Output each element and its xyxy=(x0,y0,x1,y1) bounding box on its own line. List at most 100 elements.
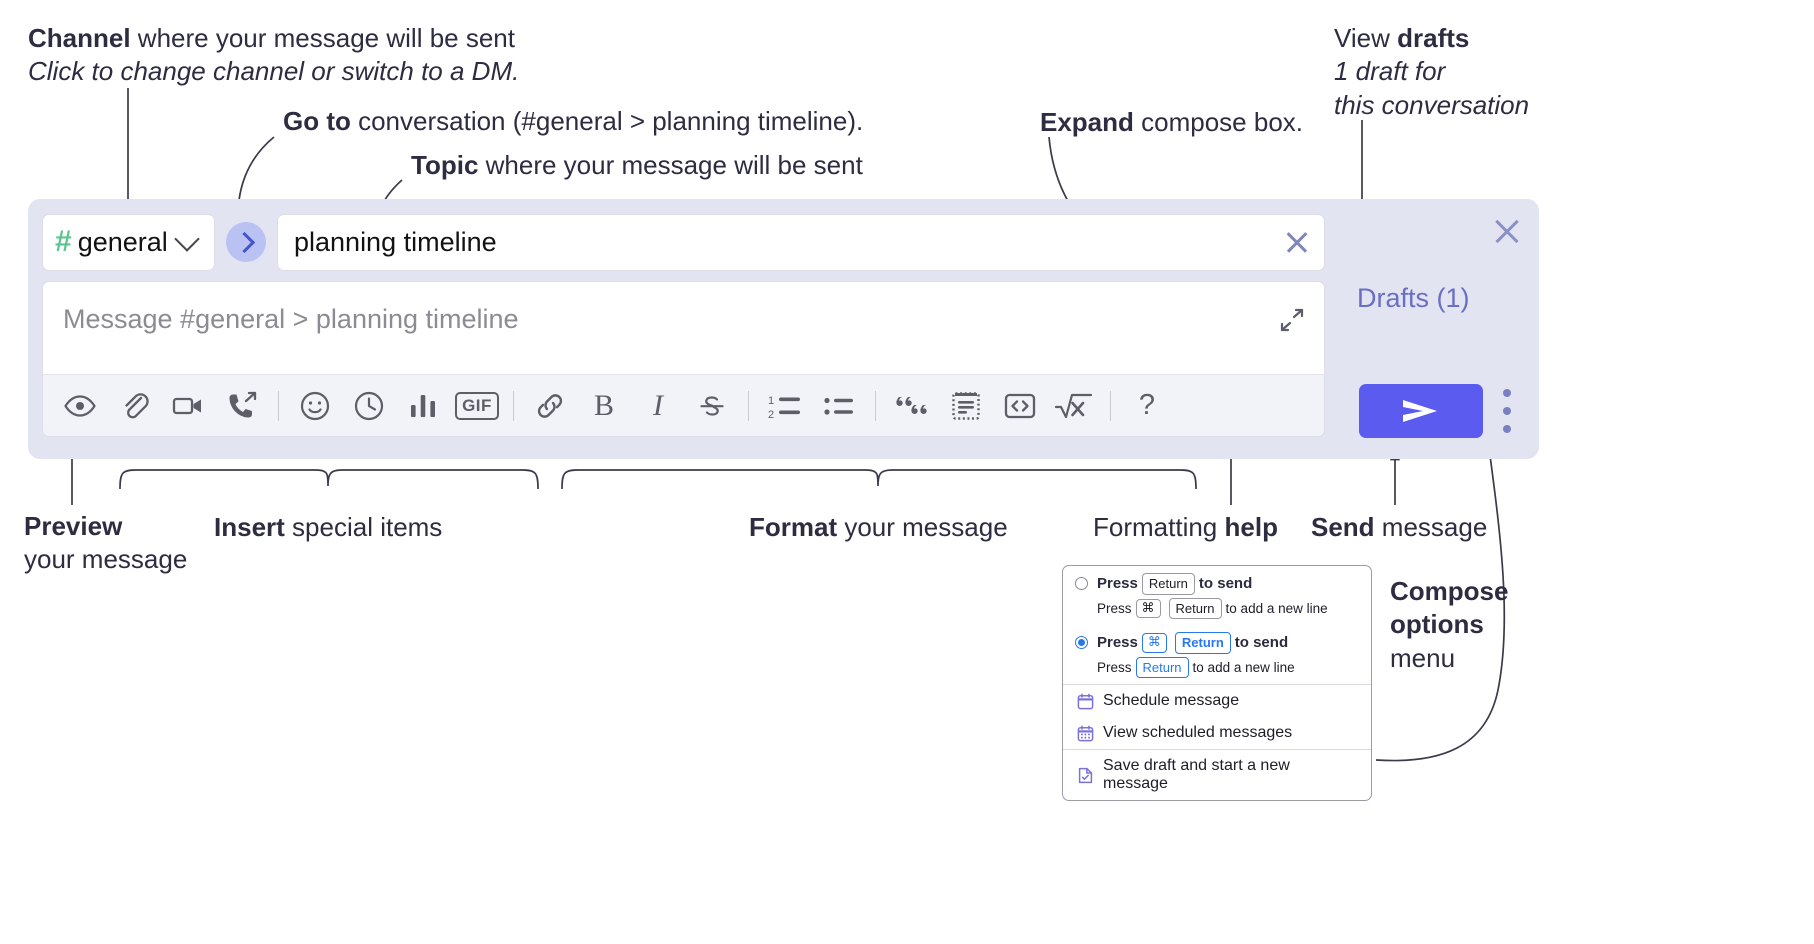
annotation-channel: Channel where your message will be sent … xyxy=(28,22,519,89)
annotation-drafts: View drafts 1 draft for this conversatio… xyxy=(1334,22,1529,122)
chevron-right-icon xyxy=(233,231,255,253)
send-option-cmd-return-sub: Press Return to add a new line xyxy=(1063,656,1371,685)
compose-header-row: # general planning timeline xyxy=(42,213,1325,271)
calendar-grid-icon xyxy=(1075,725,1095,742)
annotation-help-lead: Formatting xyxy=(1093,512,1225,542)
sub-pre: Press xyxy=(1097,659,1132,675)
go-to-conversation-button[interactable] xyxy=(226,222,266,262)
annotation-preview: Preview your message xyxy=(24,510,187,577)
strikethrough-icon[interactable] xyxy=(685,379,739,433)
menu-item-schedule-message[interactable]: Schedule message xyxy=(1063,685,1371,717)
annotation-send-rest: message xyxy=(1374,512,1488,542)
annotation-format-rest: your message xyxy=(837,512,1008,542)
gif-label: GIF xyxy=(455,391,499,420)
toolbar-divider xyxy=(1110,390,1111,421)
ordered-list-icon[interactable]: 1 2 xyxy=(758,379,812,433)
key-return: Return xyxy=(1141,573,1195,595)
annotation-drafts-lead: View xyxy=(1334,23,1398,53)
radio-unselected-icon[interactable] xyxy=(1075,577,1088,591)
compose-box: # general planning timeline Message #gen… xyxy=(28,199,1539,459)
send-option-return[interactable]: Press Return to send xyxy=(1063,566,1371,597)
kebab-dot xyxy=(1503,389,1511,397)
close-icon[interactable] xyxy=(1492,216,1522,246)
annotation-goto: Go to conversation (#general > planning … xyxy=(283,105,863,138)
attachment-icon[interactable] xyxy=(107,379,161,433)
annotation-insert: Insert special items xyxy=(214,511,442,544)
annotation-compose-options: Compose options menu xyxy=(1390,575,1508,675)
bulleted-list-icon[interactable] xyxy=(812,379,866,433)
send-option-cmd-return-pre: Press xyxy=(1097,634,1138,652)
annotation-compose-options-rest: menu xyxy=(1390,642,1456,673)
annotation-topic-rest: where your message will be sent xyxy=(478,150,863,180)
annotation-format: Format your message xyxy=(749,511,1008,544)
channel-selector[interactable]: # general xyxy=(42,213,215,271)
emoji-icon[interactable] xyxy=(288,379,342,433)
send-option-return-sub: Press ⌘ Return to add a new line xyxy=(1063,597,1371,626)
toolbar-divider xyxy=(513,390,514,421)
compose-side-panel: Drafts (1) xyxy=(1325,199,1539,459)
video-icon[interactable] xyxy=(161,379,215,433)
calendar-icon xyxy=(1075,693,1095,710)
annotation-topic: Topic where your message will be sent xyxy=(411,149,863,182)
drafts-link[interactable]: Drafts (1) xyxy=(1357,283,1470,313)
send-icon xyxy=(1403,400,1437,422)
math-icon[interactable] xyxy=(1047,379,1101,433)
poll-icon[interactable] xyxy=(396,379,450,433)
toolbar-divider xyxy=(875,390,876,421)
svg-text:2: 2 xyxy=(768,409,774,421)
toolbar-divider xyxy=(748,390,749,421)
chevron-down-icon xyxy=(174,226,200,252)
toolbar-divider xyxy=(278,390,279,421)
key-cmd: ⌘ xyxy=(1135,598,1161,619)
code-icon[interactable] xyxy=(993,379,1047,433)
gif-icon[interactable]: GIF xyxy=(450,379,504,433)
help-glyph: ? xyxy=(1138,389,1156,421)
message-input-area[interactable]: Message #general > planning timeline xyxy=(42,281,1325,437)
clear-topic-icon[interactable] xyxy=(1284,229,1310,255)
send-option-return-post: to send xyxy=(1198,575,1253,593)
kebab-dot xyxy=(1503,407,1511,415)
annotation-channel-bold: Channel xyxy=(28,23,131,53)
menu-item-label: Schedule message xyxy=(1103,692,1240,710)
channel-name: general xyxy=(77,226,168,257)
menu-item-label: View scheduled messages xyxy=(1103,724,1293,742)
compose-options-menu: Press Return to send Press ⌘ Return to a… xyxy=(1062,565,1372,802)
italic-icon[interactable]: I xyxy=(631,379,685,433)
annotation-goto-bold: Go to xyxy=(283,106,351,136)
clock-icon[interactable] xyxy=(342,379,396,433)
topic-value: planning timeline xyxy=(294,226,497,257)
annotation-drafts-italic1: 1 draft for xyxy=(1334,56,1446,87)
blockquote-icon[interactable] xyxy=(885,379,939,433)
code-block-icon[interactable] xyxy=(939,379,993,433)
annotation-send: Send message xyxy=(1311,511,1487,544)
sub-post: to add a new line xyxy=(1192,659,1295,675)
key-return: Return xyxy=(1174,632,1231,654)
radio-selected-icon[interactable] xyxy=(1075,636,1088,650)
annotation-help-bold: help xyxy=(1224,512,1278,542)
bold-icon[interactable]: B xyxy=(577,379,631,433)
send-option-cmd-return[interactable]: Press ⌘ Return to send xyxy=(1063,625,1371,656)
menu-item-label: Save draft and start a new message xyxy=(1103,757,1290,793)
annotation-compose-options-bold2: options xyxy=(1390,609,1484,640)
italic-label: I xyxy=(653,388,663,422)
menu-item-view-scheduled[interactable]: View scheduled messages xyxy=(1063,717,1371,749)
kebab-dot xyxy=(1503,425,1511,433)
audio-call-icon[interactable] xyxy=(215,379,269,433)
expand-icon[interactable] xyxy=(1278,306,1306,334)
preview-icon[interactable] xyxy=(53,379,107,433)
formatting-help-icon[interactable]: ? xyxy=(1120,379,1174,433)
menu-divider xyxy=(1063,684,1371,686)
key-return: Return xyxy=(1168,597,1222,620)
annotation-insert-rest: special items xyxy=(284,512,443,542)
annotation-expand-bold: Expand xyxy=(1040,107,1134,137)
menu-item-save-draft[interactable]: Save draft and start a new message xyxy=(1063,750,1371,800)
annotation-drafts-italic2: this conversation xyxy=(1334,89,1530,120)
annotation-format-bold: Format xyxy=(749,512,838,542)
send-button[interactable] xyxy=(1359,384,1483,438)
link-icon[interactable] xyxy=(523,379,577,433)
topic-input[interactable]: planning timeline xyxy=(277,213,1325,271)
save-draft-icon xyxy=(1075,767,1095,784)
svg-text:1: 1 xyxy=(768,395,774,407)
compose-options-button[interactable] xyxy=(1503,389,1511,433)
